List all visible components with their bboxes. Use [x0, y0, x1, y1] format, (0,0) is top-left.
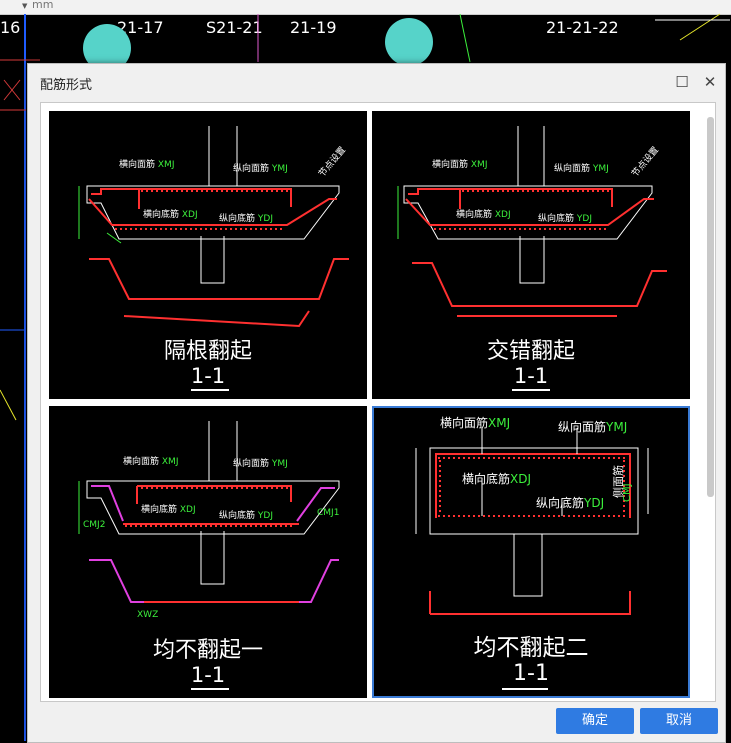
section-underline [512, 389, 550, 391]
top-toolbar: ▼ mm [0, 0, 731, 15]
label-bottom-horizontal: 横向底筋 XDJ [141, 502, 196, 515]
label-top-vertical: 纵向面筋 YMJ [554, 161, 609, 174]
label-text: 横向底筋 [141, 505, 178, 515]
label-text: 横向面筋 [432, 160, 469, 170]
label-code: YDJ [584, 496, 605, 510]
ok-button[interactable]: 确定 [556, 708, 634, 734]
label-text: 横向底筋 [462, 472, 511, 486]
label-code: XMJ [161, 457, 179, 467]
label-text: 纵向面筋 [554, 164, 591, 174]
label-bottom-vertical: 纵向底筋 YDJ [219, 508, 273, 521]
label-bottom-vertical: 纵向底筋YDJ [536, 494, 604, 511]
label-code: XMJ [157, 160, 175, 170]
option-alternate-bent[interactable]: 横向面筋 XMJ 纵向面筋 YMJ 横向底筋 XDJ 纵向底筋 YDJ 节点设置… [49, 111, 367, 399]
label-top-horizontal: 横向面筋XMJ [440, 414, 510, 431]
dialog-titlebar[interactable]: 配筋形式 ☐ ✕ [28, 64, 725, 100]
axis-label: 16 [0, 18, 21, 37]
option-staggered-bent[interactable]: 横向面筋 XMJ 纵向面筋 YMJ 横向底筋 XDJ 纵向底筋 YDJ 节点设置… [372, 111, 690, 399]
label-top-vertical: 纵向面筋 YMJ [233, 456, 288, 469]
label-side-code: CMJ [622, 483, 633, 502]
label-top-horizontal: 横向面筋 XMJ [432, 157, 487, 170]
label-text: 纵向底筋 [219, 511, 256, 521]
option-name: 交错翻起 [486, 339, 575, 364]
label-code: YDJ [576, 214, 592, 224]
label-code: YMJ [606, 420, 628, 434]
label-text: 横向面筋 [440, 416, 489, 430]
vertical-scrollbar[interactable] [707, 117, 714, 497]
section-drawing [415, 428, 649, 615]
cancel-button[interactable]: 取消 [640, 708, 718, 734]
section-underline [502, 688, 548, 690]
label-text: 纵向底筋 [536, 496, 585, 510]
label-text: 横向底筋 [456, 210, 493, 220]
option-no-bent-2[interactable]: 横向面筋XMJ 纵向面筋YMJ 横向底筋XDJ 纵向底筋YDJ 侧面筋 CMJ … [372, 406, 690, 698]
label-code: XDJ [510, 472, 532, 486]
section-underline [191, 688, 229, 690]
label-text: 纵向面筋 [558, 420, 607, 434]
label-text: 横向底筋 [143, 210, 180, 220]
label-top-horizontal: 横向面筋 XMJ [123, 454, 178, 467]
label-code: XDJ [179, 505, 196, 515]
label-code: XMJ [470, 160, 488, 170]
label-text: 横向面筋 [123, 457, 160, 467]
label-top-vertical: 纵向面筋YMJ [558, 418, 627, 435]
option-name: 均不翻起一 [152, 638, 263, 663]
label-xwz: XWZ [137, 610, 159, 620]
label-text: 纵向底筋 [538, 214, 575, 224]
label-code: YDJ [257, 511, 273, 521]
label-text: 横向面筋 [119, 160, 156, 170]
dropdown-arrow-icon[interactable]: ▼ [22, 2, 28, 10]
label-code: YMJ [592, 164, 609, 174]
label-code: XDJ [181, 210, 198, 220]
label-code: YMJ [271, 459, 288, 469]
label-bottom-horizontal: 横向底筋 XDJ [456, 207, 511, 220]
section-label: 1-1 [190, 364, 226, 388]
section-drawing [397, 126, 667, 317]
section-label: 1-1 [513, 661, 549, 686]
label-top-vertical: 纵向面筋 YMJ [233, 161, 288, 174]
section-drawing [78, 421, 340, 603]
label-cmj2: CMJ2 [83, 520, 106, 530]
label-text: 纵向面筋 [233, 459, 270, 469]
section-label: 1-1 [513, 364, 549, 388]
label-top-horizontal: 横向面筋 XMJ [119, 157, 174, 170]
label-bottom-vertical: 纵向底筋 YDJ [538, 211, 592, 224]
option-no-bent-1[interactable]: 横向面筋 XMJ 纵向面筋 YMJ 横向底筋 XDJ 纵向底筋 YDJ CMJ2… [49, 406, 367, 698]
option-name: 均不翻起二 [473, 635, 589, 661]
unit-label: mm [32, 0, 54, 11]
maximize-icon[interactable]: ☐ [675, 73, 689, 91]
label-bottom-horizontal: 横向底筋XDJ [462, 470, 531, 487]
label-code: XDJ [494, 210, 511, 220]
dialog-title: 配筋形式 [40, 78, 93, 93]
label-bottom-horizontal: 横向底筋 XDJ [143, 207, 198, 220]
label-code: YMJ [271, 164, 288, 174]
axis-label: 21-19 [290, 18, 337, 37]
label-code: YDJ [257, 214, 273, 224]
reinforcement-form-dialog: 配筋形式 ☐ ✕ [27, 63, 726, 743]
axis-label: S21-21 [206, 18, 263, 37]
section-underline [191, 389, 229, 391]
label-cmj1: CMJ1 [317, 508, 340, 518]
section-label: 1-1 [190, 663, 226, 687]
label-text: 纵向面筋 [233, 164, 270, 174]
options-panel: 横向面筋 XMJ 纵向面筋 YMJ 横向底筋 XDJ 纵向底筋 YDJ 节点设置… [40, 102, 716, 702]
axis-label: 21-21-22 [546, 18, 619, 37]
option-name: 隔根翻起 [163, 339, 252, 364]
label-text: 纵向底筋 [219, 214, 256, 224]
label-bottom-vertical: 纵向底筋 YDJ [219, 211, 273, 224]
close-icon[interactable]: ✕ [703, 73, 717, 91]
label-code: XMJ [488, 416, 511, 430]
section-drawing [78, 126, 349, 328]
axis-label: 21-17 [117, 18, 164, 37]
